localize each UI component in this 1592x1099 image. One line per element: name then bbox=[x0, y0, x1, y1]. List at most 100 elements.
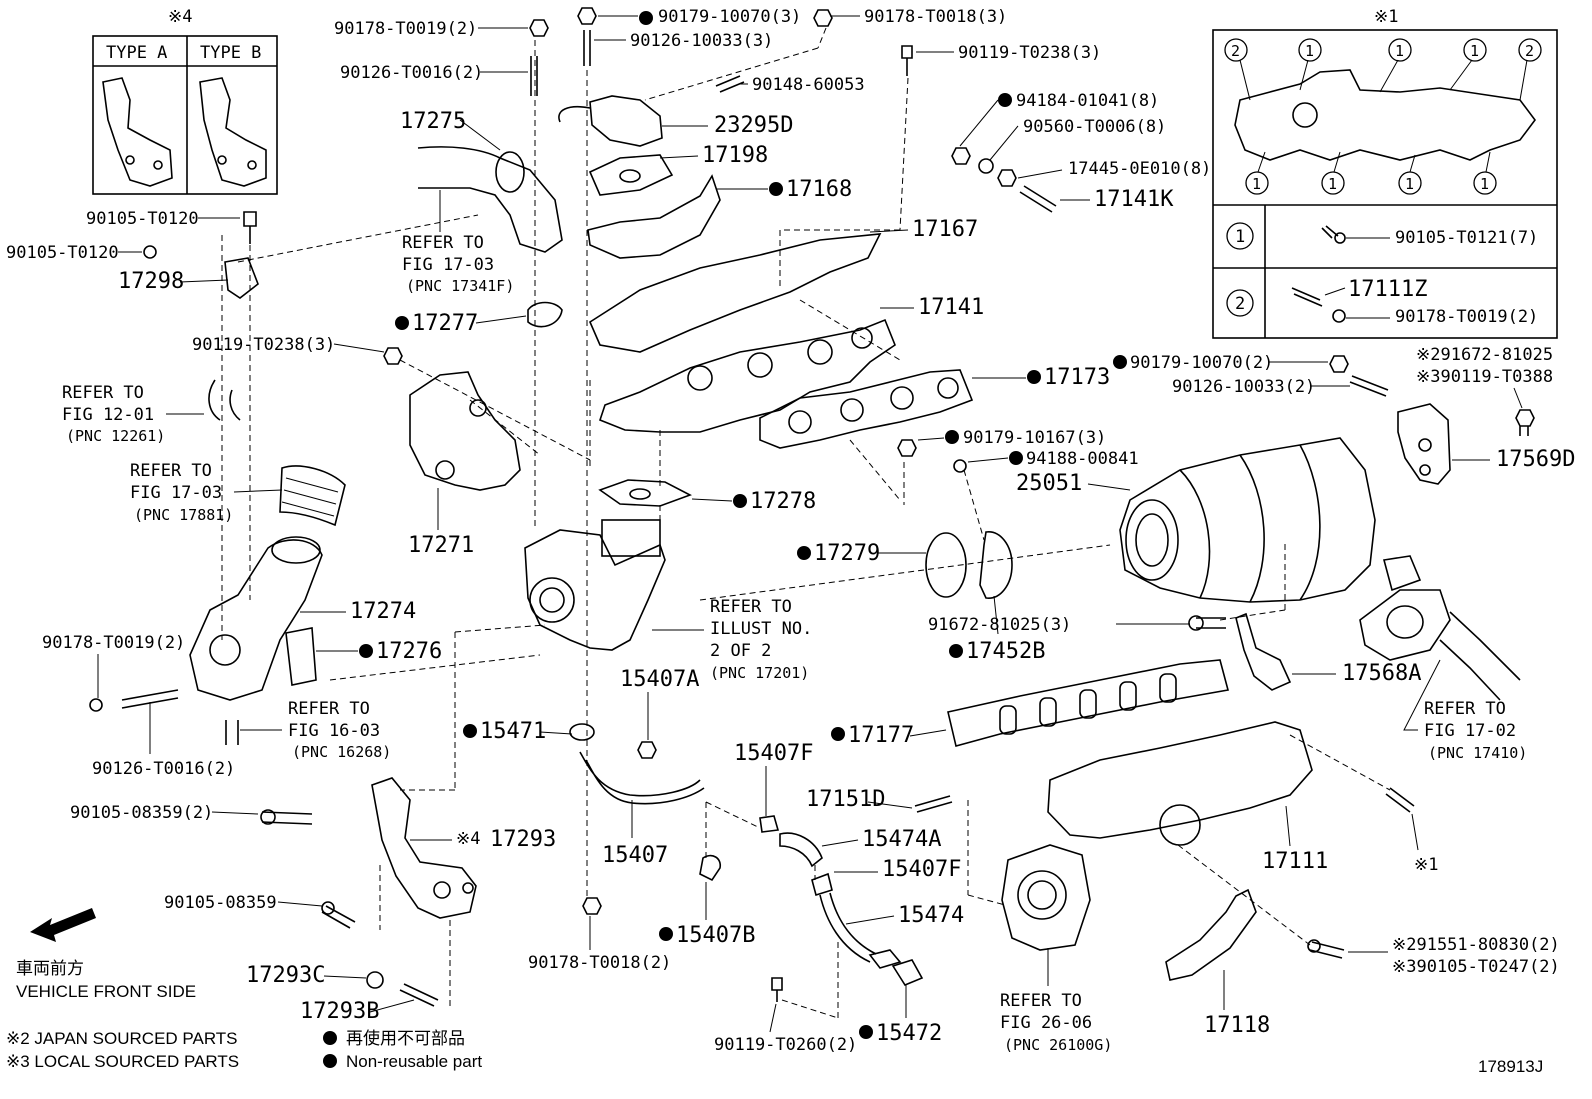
label-17141: 17141 bbox=[918, 295, 984, 320]
label-90178-T0019-2a: 90178-T0019(2) bbox=[334, 19, 477, 39]
bracket-17569D-icon bbox=[1397, 403, 1451, 485]
label-15474A: 15474A bbox=[862, 827, 941, 852]
type-variant-inset: ※4 TYPE A TYPE B bbox=[92, 7, 278, 195]
refer-16-03-line3: (PNC 16268) bbox=[292, 743, 391, 761]
ref-row2-part-b: 90178-T0019(2) bbox=[1395, 307, 1538, 327]
label-90178-T0018-3: 90178-T0018(3) bbox=[864, 7, 1007, 27]
label-17177: 17177 bbox=[848, 723, 914, 748]
type-a-heading: TYPE A bbox=[106, 43, 167, 63]
label-17568A: 17568A bbox=[1342, 661, 1421, 686]
ref-row1-part: 90105-T0121(7) bbox=[1395, 228, 1538, 248]
diagram-id: 178913J bbox=[1478, 1057, 1543, 1076]
ref-box-mark: ※1 bbox=[1374, 7, 1398, 27]
label-90148-60053: 90148-60053 bbox=[752, 75, 865, 95]
refer-illust-line3: 2 OF 2 bbox=[710, 641, 771, 661]
refer-16-03-line2: FIG 16-03 bbox=[288, 721, 380, 741]
note-japan-sourced: ※2 JAPAN SOURCED PARTS bbox=[6, 1029, 238, 1048]
label-90126-10033-2: 90126-10033(2) bbox=[1172, 377, 1315, 397]
vehicle-front-en: VEHICLE FRONT SIDE bbox=[16, 982, 196, 1001]
refer-17-03b-line3: (PNC 17341F) bbox=[406, 277, 514, 295]
oil-return-pipe-15474-icon bbox=[819, 892, 877, 963]
label-17275: 17275 bbox=[400, 109, 466, 134]
label-23295D: 23295D bbox=[714, 113, 793, 138]
legend: 車両前方 VEHICLE FRONT SIDE ※2 JAPAN SOURCED… bbox=[6, 908, 1543, 1076]
gasket-17279-icon bbox=[925, 532, 967, 598]
manifold-gasket-17173-icon bbox=[759, 369, 974, 449]
refer-illust-line4: (PNC 17201) bbox=[710, 664, 809, 682]
turbo-heat-insulator-17271-icon bbox=[409, 371, 521, 491]
insulator-17198-icon bbox=[588, 154, 674, 196]
refer-26-06-line3: (PNC 26100G) bbox=[1004, 1036, 1112, 1054]
refer-17-03a-line2: FIG 17-03 bbox=[130, 483, 222, 503]
label-17151D: 17151D bbox=[806, 787, 885, 812]
label-17271: 17271 bbox=[408, 533, 474, 558]
gasket-17278-icon bbox=[598, 479, 692, 507]
bracket-type-b-icon bbox=[199, 77, 267, 187]
label-90126-10033-3: 90126-10033(3) bbox=[630, 31, 773, 51]
label-17293B: 17293B bbox=[300, 999, 379, 1024]
label-17293-mark: ※4 bbox=[456, 829, 480, 849]
clamp-17452B-icon bbox=[979, 531, 1013, 599]
non-reusable-jp: 再使用不可部品 bbox=[346, 1028, 465, 1048]
label-17274: 17274 bbox=[350, 599, 416, 624]
sensor-23295D-icon bbox=[589, 95, 663, 147]
svg-text:1: 1 bbox=[1235, 227, 1245, 247]
assembly-dashed-lines bbox=[221, 27, 1391, 1019]
label-17111: 17111 bbox=[1262, 849, 1328, 874]
gasket-17277-icon bbox=[527, 301, 563, 328]
intake-bolt-reference-box: ※1 2 1 1 1 2 1 1 1 1 1 2 bbox=[1212, 7, 1558, 339]
refer-17-02-line2: FIG 17-02 bbox=[1424, 721, 1516, 741]
type-b-heading: TYPE B bbox=[200, 43, 261, 63]
label-15474: 15474 bbox=[898, 903, 964, 928]
label-17141K: 17141K bbox=[1094, 187, 1174, 212]
label-17569D: 17569D bbox=[1496, 447, 1575, 472]
throttle-body-icon bbox=[1001, 844, 1091, 951]
label-90105-T0120b: 90105-T0120 bbox=[6, 243, 119, 263]
svg-text:1: 1 bbox=[1405, 175, 1414, 193]
stay-17118-icon bbox=[1165, 888, 1257, 981]
label-17198: 17198 bbox=[702, 143, 768, 168]
bracket-17568A-icon bbox=[1235, 612, 1292, 691]
refer-16-03-line1: REFER TO bbox=[288, 699, 370, 719]
label-90126-T0016-2b: 90126-T0016(2) bbox=[92, 759, 235, 779]
label-15407A: 15407A bbox=[620, 667, 699, 692]
bracket-17298-icon bbox=[224, 257, 259, 299]
label-90560-T0006-8: 90560-T0006(8) bbox=[1023, 117, 1166, 137]
label-91672-81025-top: ※291672-81025 bbox=[1416, 345, 1553, 365]
label-90179-10070-3: 90179-10070(3) bbox=[658, 7, 801, 27]
label-94188-00841: 94188-00841 bbox=[1026, 449, 1139, 469]
label-90179-10167-3: 90179-10167(3) bbox=[963, 428, 1106, 448]
refer-12-01-line1: REFER TO bbox=[62, 383, 144, 403]
svg-text:1: 1 bbox=[1328, 175, 1337, 193]
label-94184-01041-8: 94184-01041(8) bbox=[1016, 91, 1159, 111]
label-15472: 15472 bbox=[876, 1021, 942, 1046]
refer-26-06-line2: FIG 26-06 bbox=[1000, 1013, 1092, 1033]
refer-12-01-line2: FIG 12-01 bbox=[62, 405, 154, 425]
intake-manifold-17111-icon bbox=[1047, 721, 1313, 839]
label-90105-08359-2: 90105-08359(2) bbox=[70, 803, 213, 823]
label-90119-T0260-2: 90119-T0260(2) bbox=[714, 1035, 857, 1055]
svg-text:1: 1 bbox=[1252, 175, 1261, 193]
label-15407: 15407 bbox=[602, 843, 668, 868]
label-15471: 15471 bbox=[480, 719, 546, 744]
label-90178-T0019-2b: 90178-T0019(2) bbox=[42, 633, 185, 653]
label-17168: 17168 bbox=[786, 177, 852, 202]
label-17293C: 17293C bbox=[246, 963, 325, 988]
label-90105-T0120a: 90105-T0120 bbox=[86, 209, 199, 229]
ref-circle-callouts: 2 1 1 1 2 1 1 1 1 bbox=[1224, 38, 1542, 195]
part-drawings bbox=[89, 7, 1535, 1007]
label-17279: 17279 bbox=[814, 541, 880, 566]
non-reusable-dot-icon bbox=[323, 1031, 337, 1045]
gasket-15472-icon bbox=[891, 959, 924, 986]
type-inset-mark: ※4 bbox=[168, 7, 192, 27]
label-90105-T0247: ※390105-T0247(2) bbox=[1392, 957, 1560, 977]
catalytic-converter-25051-icon bbox=[1119, 437, 1376, 603]
label-90119-T0238-3b: 90119-T0238(3) bbox=[192, 335, 335, 355]
label-15407F-a: 15407F bbox=[734, 741, 813, 766]
label-17118: 17118 bbox=[1204, 1013, 1270, 1038]
label-90105-08359: 90105-08359 bbox=[164, 893, 277, 913]
oil-hose-15474A-icon bbox=[779, 832, 823, 868]
label-17111-mark: ※1 bbox=[1414, 855, 1438, 875]
refer-17-02-line3: (PNC 17410) bbox=[1428, 744, 1527, 762]
intake-pipe-17274-icon bbox=[189, 539, 323, 701]
